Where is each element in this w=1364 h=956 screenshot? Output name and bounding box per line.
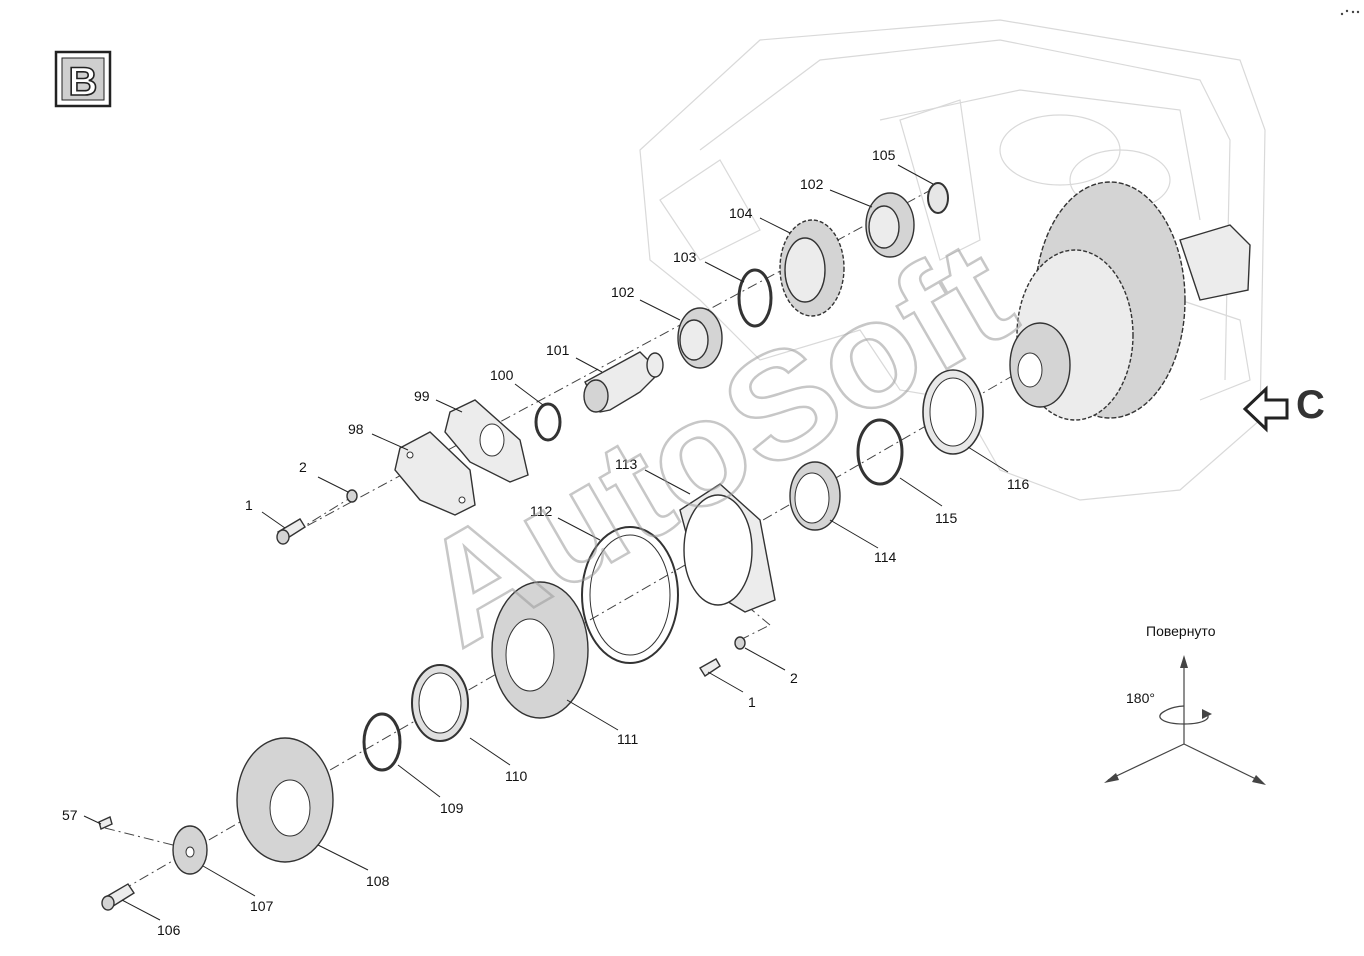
part-ring-105 [927, 182, 949, 214]
part-bolt-106 [101, 883, 135, 911]
arrow-up-icon [1180, 655, 1188, 668]
rotation-indicator: Повернуто 180° [1104, 623, 1266, 785]
arrow-down-left-icon [1104, 773, 1119, 783]
part-labels: 1 2 98 99 100 101 102 103 104 102 105 11… [62, 147, 1030, 938]
label-part-111: 111 [617, 731, 638, 747]
part-pin-57 [98, 816, 113, 830]
part-shaft-101 [583, 351, 664, 413]
arrow-left-icon [1242, 385, 1289, 433]
label-part-1-lower: 1 [748, 694, 756, 710]
part-gasket-99 [444, 399, 529, 483]
part-cover-111 [491, 581, 589, 719]
part-flange-108 [236, 737, 334, 863]
part-seal-114 [789, 461, 841, 531]
rotation-angle: 180° [1126, 690, 1155, 706]
view-reference-letter: C [1296, 383, 1325, 427]
part-gear-104 [779, 219, 845, 317]
label-part-106: 106 [157, 922, 181, 938]
rotation-caption: Повернуто [1146, 623, 1216, 639]
part-ring-100 [534, 402, 562, 442]
part-bolt-1-lower [699, 658, 721, 677]
corner-marks [1340, 9, 1360, 16]
rotate-arrow-icon [1159, 705, 1209, 725]
part-shim-116 [922, 369, 984, 455]
label-part-109: 109 [440, 800, 464, 816]
label-part-99: 99 [414, 388, 430, 404]
part-snapring-109 [362, 712, 402, 772]
label-part-102-upper: 102 [800, 176, 824, 192]
view-badge: B [54, 50, 112, 108]
part-washer-107 [172, 825, 208, 875]
part-seal-110 [411, 664, 469, 742]
label-part-110: 110 [505, 768, 528, 784]
part-bearing-102-lower [677, 307, 723, 369]
label-part-102-lower: 102 [611, 284, 635, 300]
part-bolt-1-upper [276, 518, 306, 545]
part-bearing-102-upper [865, 192, 915, 258]
part-cover-98 [394, 431, 476, 516]
label-part-2-upper: 2 [299, 459, 307, 475]
label-part-1-upper: 1 [245, 497, 253, 513]
label-part-116: 116 [1007, 476, 1030, 492]
part-washer-2-lower [734, 636, 746, 650]
label-part-100: 100 [490, 367, 514, 383]
label-part-107: 107 [250, 898, 274, 914]
view-badge-letter: B [69, 60, 98, 104]
label-part-105: 105 [872, 147, 896, 163]
label-part-108: 108 [366, 873, 390, 889]
part-gasket-112 [581, 526, 679, 664]
part-washer-2-upper [346, 489, 358, 503]
label-part-114: 114 [874, 549, 897, 565]
label-part-115: 115 [935, 510, 958, 526]
label-part-98: 98 [348, 421, 364, 437]
background-housing-outline [639, 19, 1266, 501]
label-part-103: 103 [673, 249, 697, 265]
label-part-2-lower: 2 [790, 670, 798, 686]
part-gear-assembly [1009, 181, 1251, 421]
label-part-112: 112 [530, 503, 553, 519]
leader-lines [83, 164, 1009, 921]
label-part-57: 57 [62, 807, 78, 823]
part-snapring-103 [737, 268, 773, 328]
arrow-down-right-icon [1252, 775, 1266, 785]
label-part-104: 104 [729, 205, 753, 221]
label-part-101: 101 [546, 342, 570, 358]
part-ring-115 [856, 418, 904, 486]
part-housing-113 [679, 483, 776, 613]
label-part-113: 113 [615, 456, 638, 472]
view-reference-c: C [1242, 383, 1325, 433]
